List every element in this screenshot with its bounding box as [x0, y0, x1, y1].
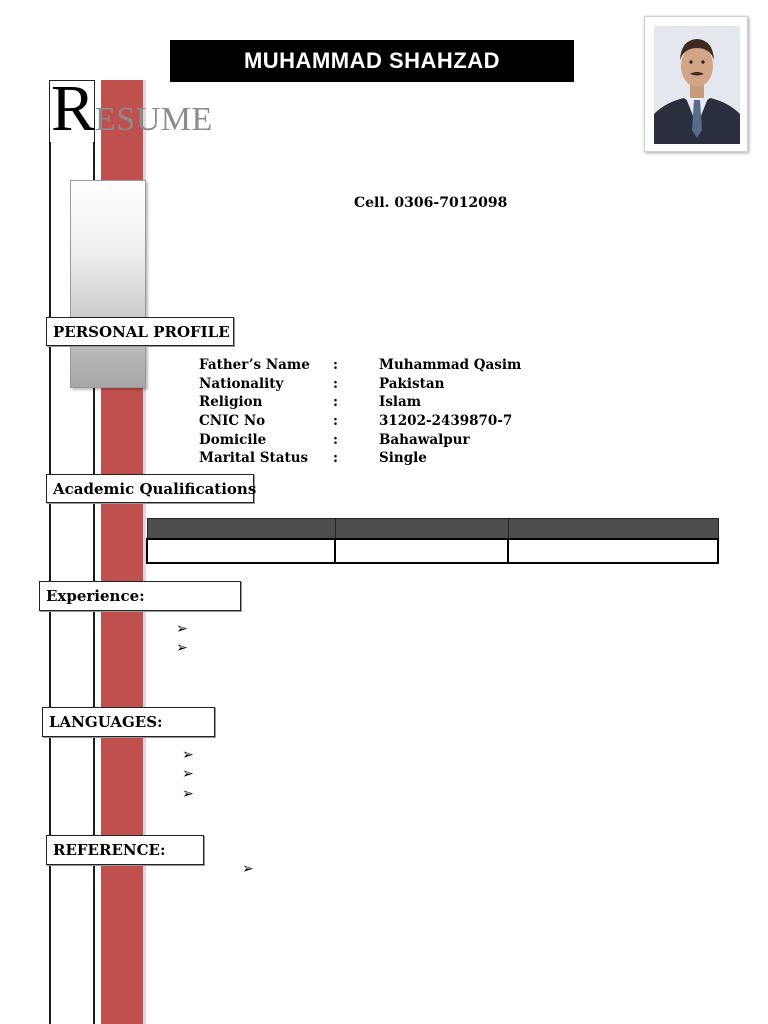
academic-table [146, 518, 719, 564]
resume-first-letter: R [51, 72, 96, 145]
profile-key: Religion [199, 394, 263, 411]
personal-profile-list: Father’s Name : Muhammad Qasim Nationali… [199, 356, 521, 468]
cell-number: Cell. 0306-7012098 [354, 195, 508, 211]
profile-row: CNIC No : 31202-2439870-7 [199, 412, 521, 431]
academic-table-row [146, 537, 719, 564]
profile-key: Marital Status [199, 450, 309, 467]
academic-table-header [146, 518, 719, 539]
section-title: Experience: [46, 587, 145, 605]
profile-value: 31202-2439870-7 [379, 413, 513, 430]
mid-rail-line [93, 80, 95, 1024]
section-title: LANGUAGES: [49, 713, 163, 731]
academic-cell [507, 537, 719, 564]
profile-separator: : [333, 413, 338, 430]
photo-frame [644, 16, 748, 152]
name-banner: MUHAMMAD SHAHZAD [170, 40, 574, 82]
resume-title: RESUME [51, 76, 213, 142]
bullet-arrow-icon: ➢ [182, 786, 194, 802]
academic-header-cell [146, 518, 336, 539]
profile-row: Marital Status : Single [199, 449, 521, 468]
academic-cell [146, 537, 336, 564]
profile-row: Domicile : Bahawalpur [199, 430, 521, 449]
academic-cell [334, 537, 509, 564]
section-title: PERSONAL PROFILE [53, 322, 230, 341]
left-rail-line [49, 80, 51, 1024]
section-academic: Academic Qualifications [46, 474, 257, 503]
bullet-arrow-icon: ➢ [176, 640, 188, 656]
profile-value: Pakistan [379, 375, 445, 392]
profile-value: Muhammad Qasim [379, 357, 522, 374]
profile-row: Nationality : Pakistan [199, 375, 521, 394]
profile-key: Domicile [199, 431, 267, 448]
gradient-box [70, 180, 146, 388]
profile-photo [654, 26, 740, 144]
profile-key: CNIC No [199, 413, 266, 430]
profile-value: Islam [379, 394, 422, 411]
bullet-arrow-icon: ➢ [176, 621, 188, 637]
section-title: Academic Qualifications [53, 479, 257, 498]
candidate-name: MUHAMMAD SHAHZAD [243, 48, 501, 73]
bullet-arrow-icon: ➢ [182, 766, 194, 782]
profile-key: Nationality [199, 375, 284, 392]
section-reference: REFERENCE: [46, 835, 204, 865]
profile-value: Single [379, 450, 427, 467]
profile-separator: : [333, 394, 338, 411]
academic-header-cell [334, 518, 509, 539]
profile-separator: : [333, 431, 338, 448]
profile-value: Bahawalpur [379, 431, 470, 448]
section-experience: Experience: [39, 581, 241, 611]
accent-bar-edge [143, 80, 146, 1024]
bullet-arrow-icon: ➢ [242, 861, 254, 877]
profile-key: Father’s Name [199, 357, 310, 374]
section-languages: LANGUAGES: [42, 707, 215, 737]
resume-letter-box [49, 80, 95, 142]
profile-row: Father’s Name : Muhammad Qasim [199, 356, 521, 375]
profile-row: Religion : Islam [199, 393, 521, 412]
section-title: REFERENCE: [53, 841, 166, 859]
bullet-arrow-icon: ➢ [182, 747, 194, 763]
profile-separator: : [333, 357, 338, 374]
profile-separator: : [333, 450, 338, 467]
profile-separator: : [333, 375, 338, 392]
section-personal-profile: PERSONAL PROFILE [46, 317, 234, 346]
resume-rest: ESUME [95, 101, 213, 138]
academic-header-cell [507, 518, 719, 539]
portrait-image [654, 26, 740, 144]
